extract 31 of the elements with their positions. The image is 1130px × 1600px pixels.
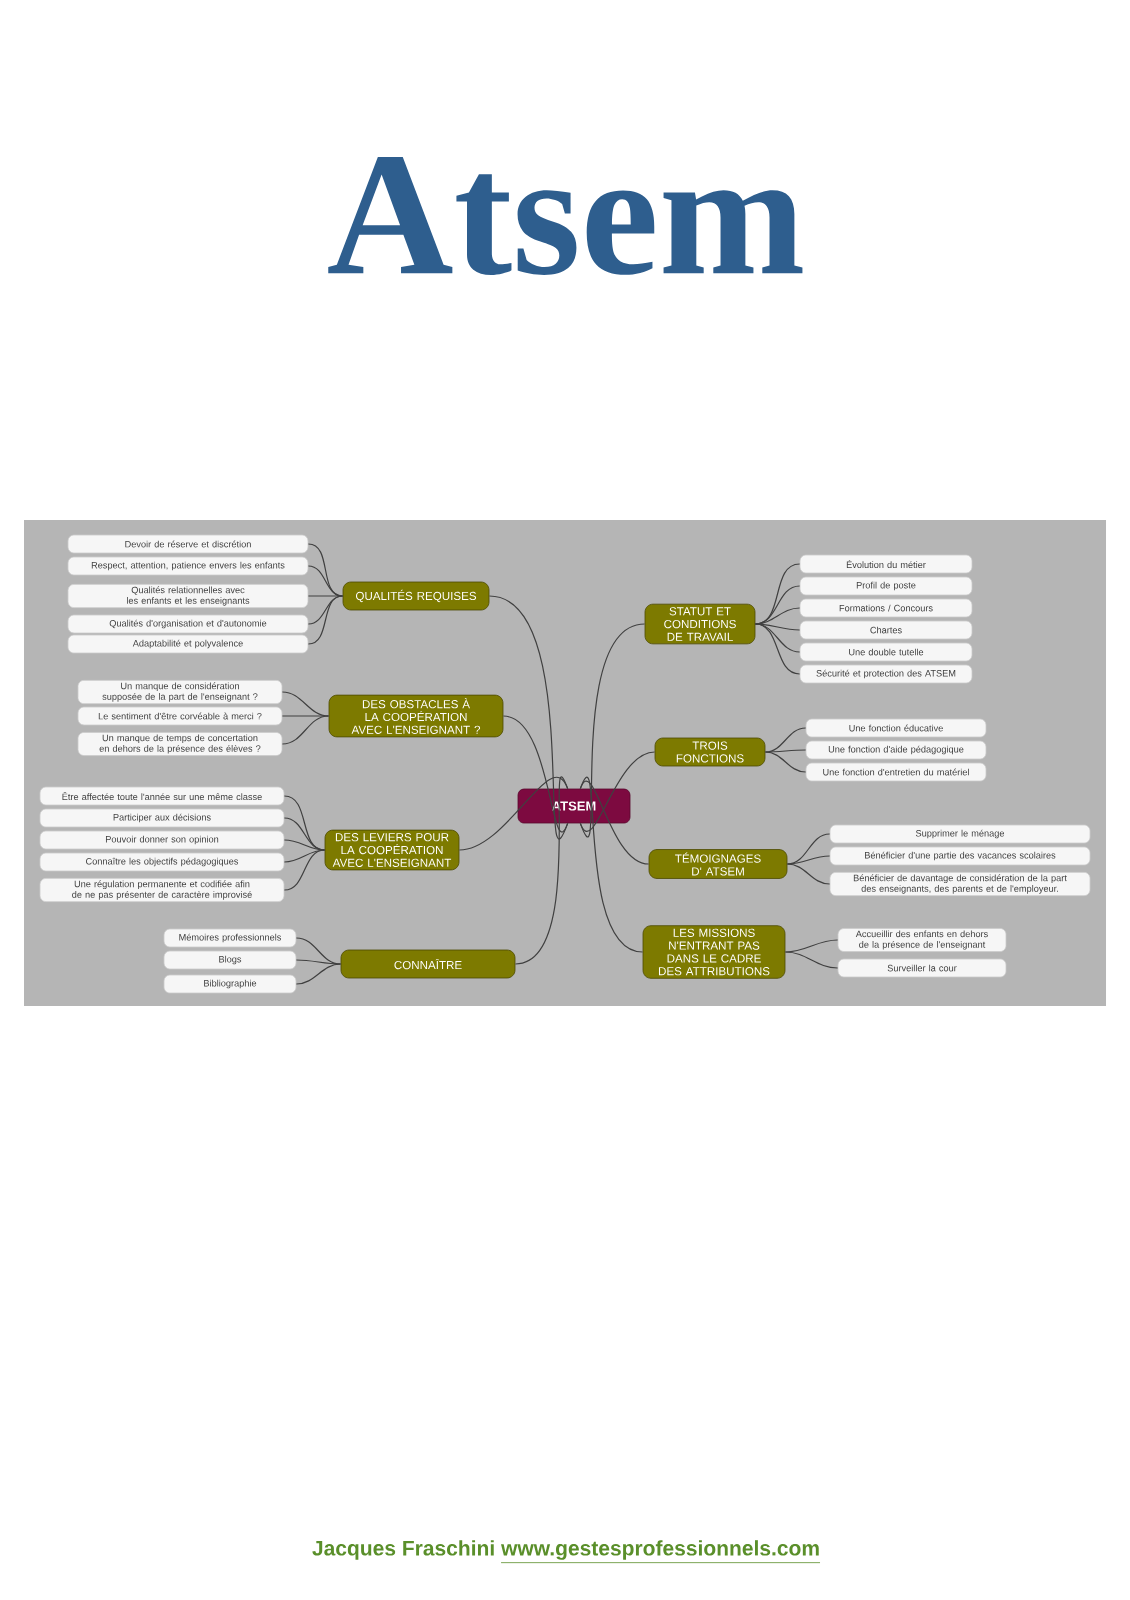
- connector-line: [579, 777, 644, 953]
- connector-line: [764, 749, 807, 753]
- connector-line: [281, 715, 330, 717]
- connector-line: [295, 963, 342, 985]
- connector-line: [295, 959, 342, 965]
- connector-line: [307, 595, 344, 645]
- connector-line: [579, 751, 656, 832]
- connector-line: [754, 623, 801, 631]
- connector-line: [458, 776, 569, 851]
- connector-line: [786, 863, 831, 885]
- connector-line: [281, 715, 330, 745]
- connector-line: [579, 780, 650, 865]
- connector-line: [514, 777, 569, 965]
- connector-line: [488, 595, 569, 839]
- connector-line: [786, 855, 831, 865]
- connector-line: [283, 817, 326, 851]
- connector-line: [283, 839, 326, 851]
- connector-line: [502, 715, 569, 832]
- author-name: Jacques Fraschini: [312, 1540, 494, 1560]
- title: Atsem: [328, 157, 803, 275]
- connector-line: [764, 751, 807, 773]
- connector-line: [784, 951, 839, 969]
- website-link: www.gestesprofessionnels.com: [500, 1540, 821, 1564]
- connector-line: [754, 585, 801, 625]
- connector-line: [754, 607, 801, 625]
- connector-line: [579, 623, 646, 837]
- connector-line: [283, 849, 326, 891]
- connector-line: [307, 595, 344, 597]
- connector-line: [307, 565, 344, 597]
- connector-line: [754, 623, 801, 675]
- connector-line: [784, 939, 839, 953]
